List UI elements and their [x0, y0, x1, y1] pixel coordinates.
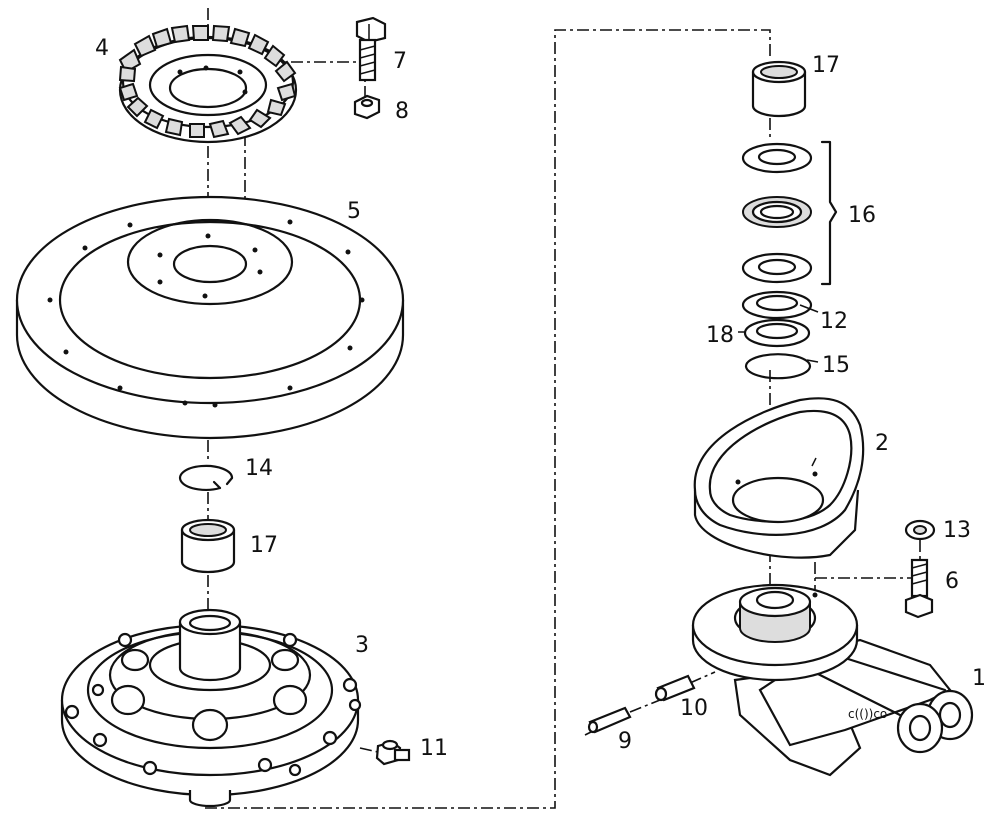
pin-part-10: [654, 674, 696, 702]
snap-ring-part-14: [178, 464, 234, 491]
bracket-stamp: c(())co: [848, 707, 887, 721]
needle-bearing-part-17-left: [180, 518, 236, 574]
label-part-18: 18: [706, 323, 734, 348]
bolt-part-6: [904, 558, 934, 619]
label-part-9: 9: [618, 729, 632, 754]
label-part-13: 13: [943, 518, 971, 543]
label-part-3: 3: [355, 633, 369, 658]
bolt-part-7: [355, 16, 387, 82]
hub-part-3: [60, 608, 362, 808]
label-part-5: 5: [347, 199, 361, 224]
thrust-bearing-part-16: [741, 140, 838, 286]
label-part-11: 11: [420, 736, 448, 761]
label-part-10: 10: [680, 696, 708, 721]
label-part-1: 1: [972, 666, 986, 691]
label-part-7: 7: [393, 49, 407, 74]
label-part-8: 8: [395, 99, 409, 124]
label-part-15: 15: [822, 353, 850, 378]
washer-part-12: [741, 290, 813, 320]
disc-part-5: [15, 195, 405, 440]
washer-part-13: [904, 519, 936, 541]
label-part-17-left: 17: [250, 533, 278, 558]
part-labels: 4 7 8 5 14 17 3 11 17 16 12 18 15 2 13 6…: [95, 36, 986, 761]
label-part-14: 14: [245, 456, 273, 481]
bevel-gear-part-4: [118, 24, 298, 144]
circlip-part-15: [744, 353, 812, 380]
leader-lines: [738, 304, 819, 363]
bracket-part-1: c(())co: [691, 583, 974, 777]
label-part-6: 6: [945, 569, 959, 594]
label-part-12: 12: [820, 309, 848, 334]
label-part-2: 2: [875, 431, 889, 456]
spacer-part-18: [743, 318, 811, 348]
needle-bearing-part-17-right: [751, 60, 807, 118]
pin-part-9: [587, 706, 632, 734]
cover-part-2: [693, 397, 865, 559]
nut-part-8: [353, 94, 381, 120]
grease-nipple-part-11: [375, 739, 411, 766]
label-part-17-right: 17: [812, 53, 840, 78]
label-part-4: 4: [95, 36, 109, 61]
label-part-16: 16: [848, 203, 876, 228]
